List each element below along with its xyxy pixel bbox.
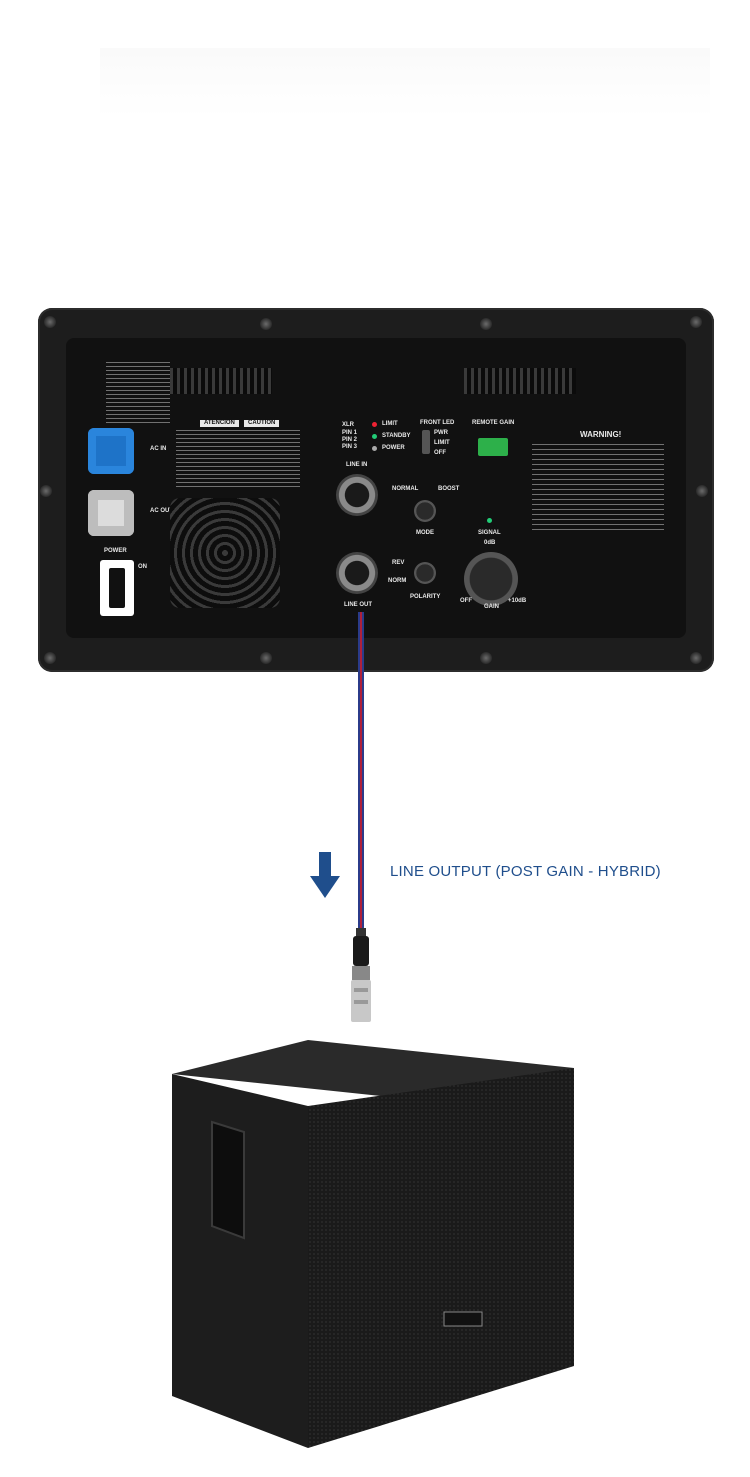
limit-led-icon (372, 422, 377, 427)
line-out-xlr-connector[interactable] (336, 552, 378, 594)
fine-print-block (176, 430, 300, 490)
front-led-switch[interactable] (422, 430, 430, 454)
heat-vent-right (464, 368, 576, 394)
polarity-label: POLARITY (410, 594, 441, 600)
ac-out-connector[interactable] (88, 490, 134, 536)
norm-label: NORM (388, 578, 407, 584)
off-label: OFF (434, 450, 446, 456)
line-in-label: LINE IN (346, 462, 368, 468)
cooling-fan (170, 498, 280, 608)
on-label: ON (138, 564, 147, 570)
screw-icon (44, 316, 56, 328)
screw-icon (260, 318, 272, 330)
rev-label: REV (392, 560, 405, 566)
xlr-plug-icon (351, 928, 371, 1022)
screw-icon (260, 652, 272, 664)
xlr-label: XLR (342, 422, 354, 428)
pwr-label: PWR (434, 430, 448, 436)
screw-icon (690, 652, 702, 664)
pin2-label: PIN 2 (342, 437, 358, 443)
mode-label: MODE (416, 530, 434, 536)
zero-db-label: 0dB (484, 540, 496, 546)
polarity-switch[interactable] (414, 562, 436, 584)
ac-out-label: AC OUT (150, 508, 173, 514)
gain-off-label: OFF (460, 598, 472, 604)
fine-print-block-top (106, 362, 170, 424)
remote-gain-terminal[interactable] (478, 438, 508, 456)
power-led-label: POWER (382, 445, 405, 451)
screw-icon (40, 485, 52, 497)
gain-label: GAIN (484, 604, 499, 610)
front-led-label: FRONT LED (420, 420, 455, 426)
attention-label: ATENCION (200, 420, 239, 427)
top-fade (100, 48, 710, 118)
line-out-label: LINE OUT (344, 602, 372, 608)
warning-label: WARNING! (580, 430, 622, 439)
gain-knob[interactable] (464, 552, 518, 606)
screw-icon (480, 318, 492, 330)
normal-label: NORMAL (392, 486, 419, 492)
heat-vent-left (170, 368, 272, 394)
signal-label: SIGNAL (478, 530, 501, 536)
ac-in-label: AC IN (150, 446, 167, 452)
subwoofer-image (172, 1040, 574, 1448)
standby-label: STANDBY (382, 433, 411, 439)
signal-led-icon (487, 518, 492, 523)
screw-icon (480, 652, 492, 664)
ac-in-connector[interactable] (88, 428, 134, 474)
mode-switch[interactable] (414, 500, 436, 522)
pin1-label: PIN 1 (342, 430, 358, 436)
screw-icon (690, 316, 702, 328)
power-label: POWER (104, 548, 127, 554)
boost-label: BOOST (438, 486, 460, 492)
power-led-icon (372, 446, 377, 451)
pin3-label: PIN 3 (342, 444, 358, 450)
line-output-annotation: LINE OUTPUT (POST GAIN - HYBRID) (390, 863, 661, 880)
standby-led-icon (372, 434, 377, 439)
screw-icon (44, 652, 56, 664)
limit-label: LIMIT (382, 421, 398, 427)
caution-label: CAUTION (244, 420, 280, 427)
warning-text-block (532, 444, 664, 534)
power-switch[interactable] (100, 560, 134, 616)
screw-icon (696, 485, 708, 497)
remote-gain-label: REMOTE GAIN (472, 420, 515, 426)
line-in-xlr-connector[interactable] (336, 474, 378, 516)
gain-max-label: +10dB (508, 598, 527, 604)
xlr-cable (358, 612, 364, 932)
down-arrow-icon (310, 852, 340, 898)
limit2-label: LIMIT (434, 440, 450, 446)
